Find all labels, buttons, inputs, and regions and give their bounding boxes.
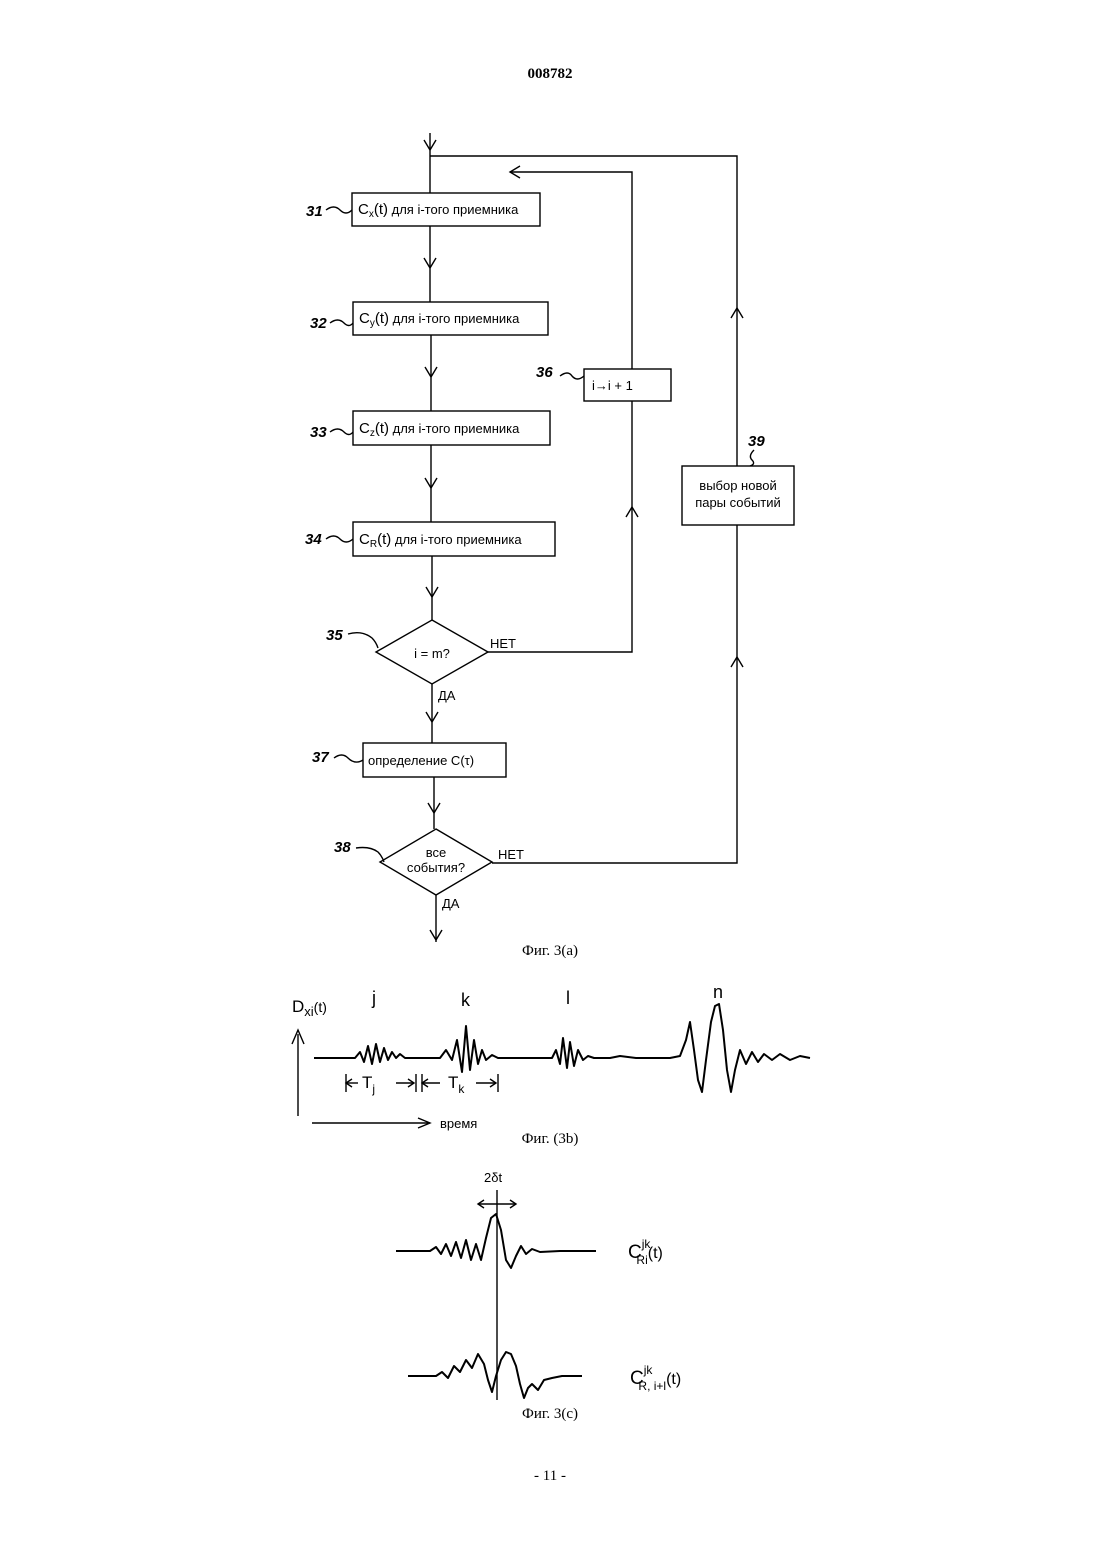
ylabel: Dxi(t): [292, 997, 327, 1019]
decision-38-line2: события?: [407, 860, 465, 875]
interval-tk: Tk: [422, 1073, 498, 1096]
ref-number: 32: [310, 315, 327, 332]
decision-35-text: i = m?: [414, 646, 450, 661]
decision-38-no: НЕТ: [498, 847, 524, 862]
figure-3b: Dxi(t) время j k l n Tj Tk: [292, 982, 810, 1131]
interval-tj-label: Tj: [362, 1073, 375, 1096]
block-39: выбор новой пары событий 39: [682, 433, 794, 525]
ref-number: 37: [312, 749, 329, 766]
decision-38-yes: ДА: [442, 896, 460, 911]
block-34: CR(t) для i-того приемника 34: [305, 522, 555, 556]
block-39-line2: пары событий: [695, 495, 781, 510]
interval-tj: Tj: [346, 1073, 416, 1096]
block-39-line1: выбор новой: [699, 478, 776, 493]
caption-fig3a: Фиг. 3(а): [0, 943, 1100, 960]
trace-r-i1: [408, 1352, 582, 1398]
decision-38-line1: все: [426, 845, 447, 860]
decision-35-yes: ДА: [438, 688, 456, 703]
page-number: - 11 -: [0, 1468, 1100, 1485]
flowchart: Cx(t) для i-того приемника 31 Cy(t) для …: [305, 133, 794, 942]
ref-number: 33: [310, 424, 327, 441]
block-33: Cz(t) для i-того приемника 33: [310, 411, 550, 445]
delta-label: 2δt: [484, 1170, 502, 1185]
figure-3c: 2δt CjkRi(t) CjkR, i+l(t): [396, 1170, 681, 1400]
seismic-trace: [314, 1004, 810, 1092]
block-36-text: i→i + 1: [592, 378, 633, 393]
ref-number: 34: [305, 531, 322, 548]
decision-35-no: НЕТ: [490, 636, 516, 651]
event-label-l: l: [566, 988, 570, 1008]
block-37-text: определение C(τ): [368, 753, 474, 768]
trace-ri: [396, 1214, 596, 1268]
event-label-n: n: [713, 982, 723, 1002]
ref-number: 35: [326, 627, 343, 644]
trace-ri-label: CjkRi(t): [628, 1237, 663, 1267]
block-36: i→i + 1 36: [536, 364, 671, 401]
block-31: Cx(t) для i-того приемника 31: [306, 193, 540, 226]
trace-r-i1-label: CjkR, i+l(t): [630, 1363, 681, 1393]
xlabel: время: [440, 1116, 477, 1131]
ref-number: 39: [748, 433, 765, 450]
event-label-k: k: [461, 990, 471, 1010]
ref-number: 36: [536, 364, 553, 381]
interval-tk-label: Tk: [448, 1073, 465, 1096]
decision-38: все события? НЕТ ДА 38: [334, 829, 524, 911]
ref-number: 31: [306, 203, 323, 220]
block-37: определение C(τ) 37: [312, 743, 506, 777]
ref-number: 38: [334, 839, 351, 856]
caption-fig3b: Фиг. (3b): [0, 1131, 1100, 1148]
block-32: Cy(t) для i-того приемника 32: [310, 302, 548, 335]
event-label-j: j: [371, 988, 376, 1008]
caption-fig3c: Фиг. 3(с): [0, 1406, 1100, 1423]
decision-35: i = m? НЕТ ДА 35: [326, 620, 516, 703]
